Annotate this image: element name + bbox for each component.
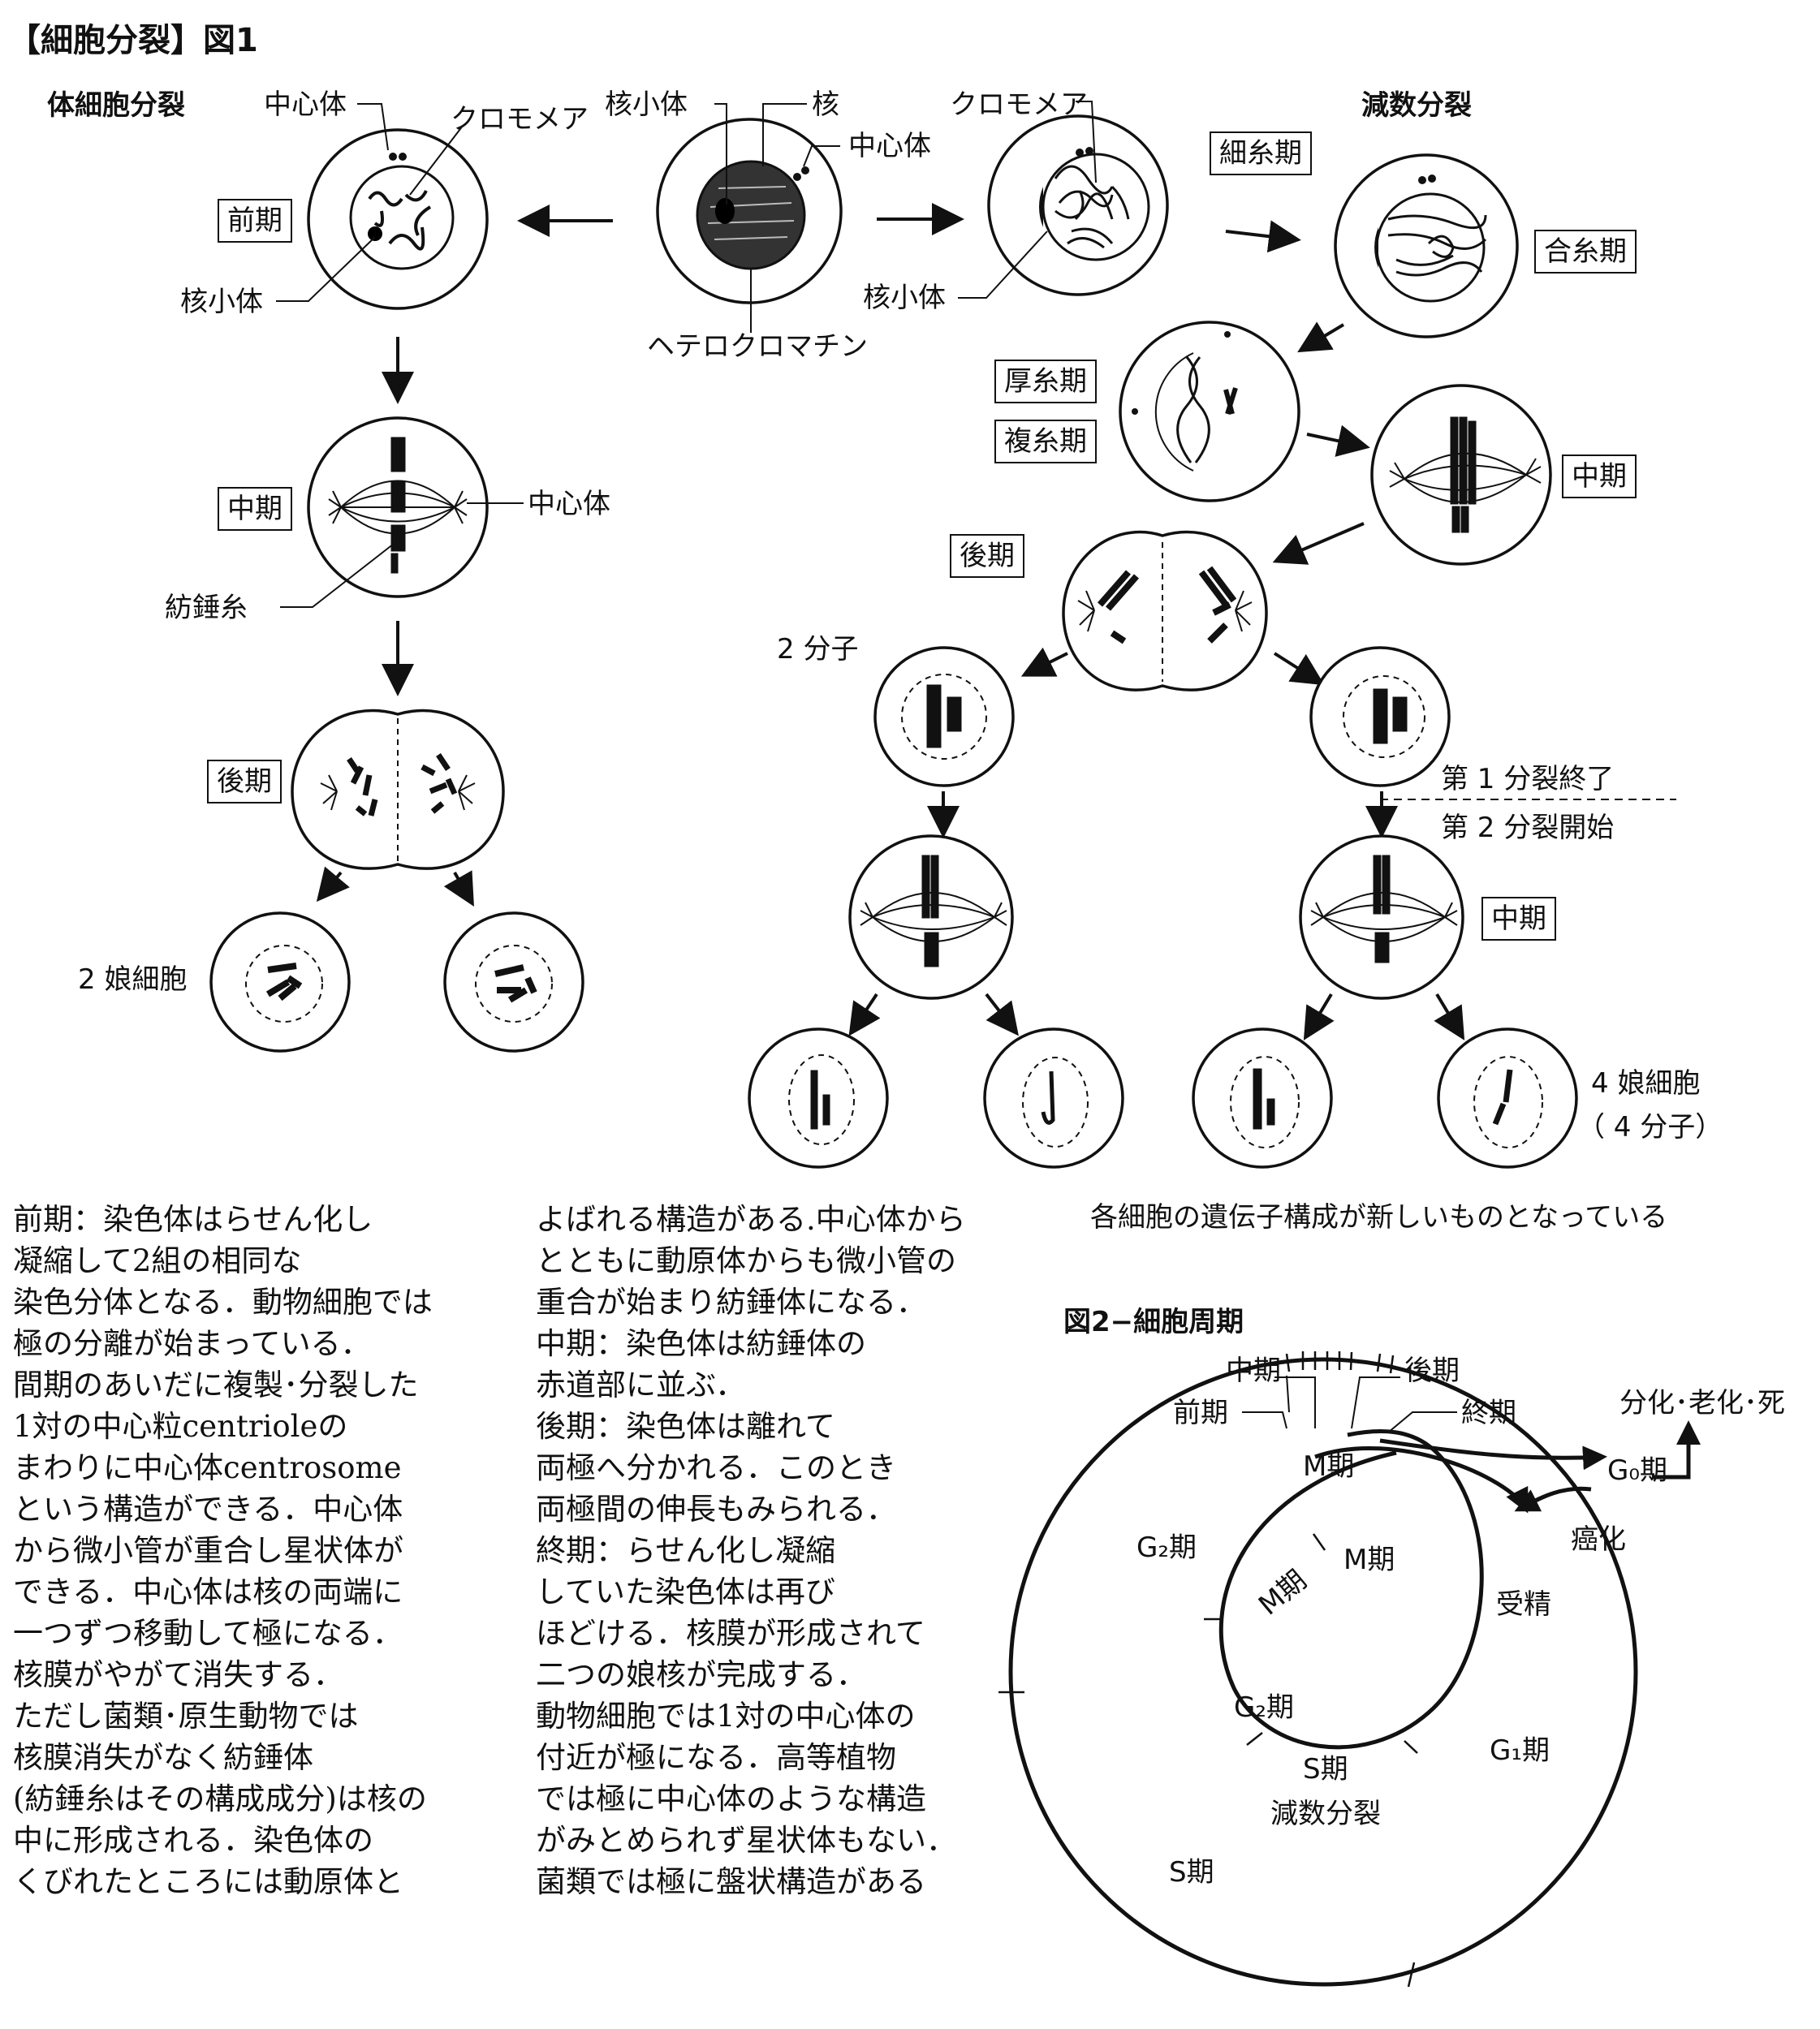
text-line: できる．中心体は核の両端に xyxy=(13,1575,403,1609)
text-line: 間期のあいだに複製･分裂した xyxy=(13,1368,419,1402)
cycle-label-differentiation: 分化･老化･死 xyxy=(1619,1387,1785,1419)
figure1-title: 【細胞分裂】図1 xyxy=(8,22,258,59)
text-line: 動物細胞では1対の中心体の xyxy=(536,1699,916,1734)
stage-pachytene: 厚糸期 xyxy=(994,360,1097,403)
text-line: 核膜がやがて消失する． xyxy=(13,1657,343,1692)
meiosis-leptotene-cell xyxy=(958,101,1169,299)
label-two-molecules: 2 分子 xyxy=(777,633,859,666)
meiosis-heading: 減数分裂 xyxy=(1361,89,1472,122)
cycle-label-g1: G₁期 xyxy=(1490,1734,1550,1767)
label-two-daughters: 2 娘細胞 xyxy=(78,963,188,996)
text-line: ただし菌類･原生動物では xyxy=(13,1699,359,1734)
text-line: 重合が始まり紡錘体になる． xyxy=(536,1285,926,1320)
mitosis-anaphase-cell xyxy=(291,709,505,870)
meiosis-anaphase1-cell xyxy=(1062,530,1268,691)
cycle-label-m-inner1: M期 xyxy=(1343,1544,1395,1576)
text-line: 前期：染色体はらせん化し xyxy=(13,1202,373,1237)
cycle-label-anaphase: 後期 xyxy=(1404,1355,1460,1387)
cycle-label-s-outer: S期 xyxy=(1169,1856,1214,1889)
mitosis-prophase-cell xyxy=(276,103,489,310)
text-line: ほどける．核膜が形成されて xyxy=(536,1616,925,1651)
cycle-label-g2-inner: G₂期 xyxy=(1234,1691,1294,1724)
text-line: 一つずつ移動して極になる． xyxy=(13,1616,403,1651)
text-line: から微小管が重合し星状体が xyxy=(13,1533,403,1568)
label-centrosome-side: 中心体 xyxy=(528,488,610,520)
meiosis-caption: 各細胞の遺伝子構成が新しいものとなっている xyxy=(1090,1201,1668,1234)
label-heterochromatin: ヘテロクロマチン xyxy=(647,330,868,363)
cycle-label-g0: G₀期 xyxy=(1607,1454,1667,1487)
meiosis-four-daughter-cells xyxy=(748,1027,1578,1169)
label-chromomere-mitosis: クロモメア xyxy=(451,103,589,136)
text-line: していた染色体は再び xyxy=(536,1575,835,1609)
interphase-cell xyxy=(656,103,843,333)
label-chromomere-meiosis: クロモメア xyxy=(950,88,1088,121)
text-line: 菌類では極に盤状構造がある xyxy=(536,1864,926,1899)
label-nucleolus-meiosis: 核小体 xyxy=(863,282,946,314)
text-column-2: よばれる構造がある.中心体から とともに動原体からも微小管の 重合が始まり紡錘体… xyxy=(536,1199,966,1902)
cycle-label-prophase: 前期 xyxy=(1173,1397,1228,1429)
text-line: 中に形成される．染色体の xyxy=(13,1823,373,1858)
label-nucleolus-center: 核小体 xyxy=(605,88,688,121)
text-line: とともに動原体からも微小管の xyxy=(536,1243,956,1278)
cycle-label-meiosis: 減数分裂 xyxy=(1270,1798,1381,1830)
text-line: よばれる構造がある.中心体から xyxy=(536,1202,966,1237)
text-line: 中期：染色体は紡錘体の xyxy=(536,1326,866,1361)
cycle-label-m-outer: M期 xyxy=(1303,1450,1355,1483)
stage-metaphase1: 中期 xyxy=(1562,454,1637,498)
text-line: 極の分離が始まっている． xyxy=(13,1326,371,1361)
text-line: (紡錘糸はその構成成分)は核の xyxy=(13,1781,427,1816)
cycle-label-telophase: 終期 xyxy=(1461,1397,1516,1429)
text-line: 凝縮して2組の相同な xyxy=(13,1243,302,1278)
text-line: 1対の中心粒centrioleの xyxy=(13,1409,348,1444)
meiosis-metaphase1-cell xyxy=(1370,384,1552,566)
label-centrosome-center: 中心体 xyxy=(848,130,931,162)
text-line: まわりに中心体centrosome xyxy=(13,1450,402,1485)
cycle-label-s-inner: S期 xyxy=(1303,1753,1348,1786)
text-line: 核膜消失がなく紡錘体 xyxy=(13,1740,313,1775)
label-spindle: 紡錘糸 xyxy=(165,592,248,624)
mitosis-metaphase-cell xyxy=(280,416,524,608)
meiosis-zygotene-cell xyxy=(1334,153,1519,338)
meiosis-metaphase2-cells xyxy=(848,834,1464,1000)
text-line: 後期：染色体は離れて xyxy=(536,1409,835,1444)
text-line: 赤道部に並ぶ． xyxy=(536,1368,746,1402)
stage-prophase: 前期 xyxy=(218,199,292,243)
stage-anaphase1: 後期 xyxy=(950,534,1024,578)
mitosis-daughter-cells xyxy=(209,911,584,1053)
cycle-label-metaphase: 中期 xyxy=(1226,1355,1281,1387)
text-line: くびれたところには動原体と xyxy=(13,1864,403,1899)
figure2-title: 図2−細胞周期 xyxy=(1063,1306,1244,1338)
meiosis-second-division-cells xyxy=(873,646,1451,787)
text-column-1: 前期：染色体はらせん化し 凝縮して2組の相同な 染色分体となる．動物細胞では 極… xyxy=(13,1199,433,1902)
text-line: 両極間の伸長もみられる． xyxy=(536,1492,896,1527)
text-line: がみとめられず星状体もない． xyxy=(536,1823,956,1858)
stage-zygotene: 合糸期 xyxy=(1534,230,1637,274)
stage-metaphase2: 中期 xyxy=(1481,897,1556,941)
stage-anaphase-mitosis: 後期 xyxy=(207,760,282,803)
label-four-daughters: 4 娘細胞 xyxy=(1591,1067,1701,1100)
text-line: 両極へ分かれる．このとき xyxy=(536,1450,896,1485)
text-line: では極に中心体のような構造 xyxy=(536,1781,926,1816)
text-line: 付近が極になる．高等植物 xyxy=(536,1740,896,1775)
cycle-label-cancer: 癌化 xyxy=(1571,1523,1626,1556)
text-line: 終期：らせん化し凝縮 xyxy=(536,1533,836,1568)
text-line: という構造ができる．中心体 xyxy=(13,1492,403,1527)
text-line: 二つの娘核が完成する． xyxy=(536,1657,866,1692)
label-nucleolus-mitosis: 核小体 xyxy=(180,286,263,318)
meiosis-pachytene-cell xyxy=(1119,321,1300,502)
label-start-second-division: 第 2 分裂開始 xyxy=(1441,812,1615,844)
text-line: 染色分体となる．動物細胞では xyxy=(13,1285,433,1320)
stage-diplotene: 複糸期 xyxy=(994,420,1097,463)
label-nucleus: 核 xyxy=(812,88,839,121)
label-centrosome-mitosis: 中心体 xyxy=(264,88,347,121)
stage-leptotene: 細糸期 xyxy=(1210,131,1312,175)
cycle-label-fertilization: 受精 xyxy=(1496,1588,1551,1621)
label-four-molecules: （ 4 分子） xyxy=(1577,1111,1723,1144)
cycle-label-g2-outer: G₂期 xyxy=(1136,1531,1197,1564)
label-end-first-division: 第 1 分裂終了 xyxy=(1441,763,1615,795)
mitosis-heading: 体細胞分裂 xyxy=(47,89,185,122)
stage-metaphase-mitosis: 中期 xyxy=(218,487,292,531)
cell-cycle-diagram xyxy=(998,1351,1701,1988)
